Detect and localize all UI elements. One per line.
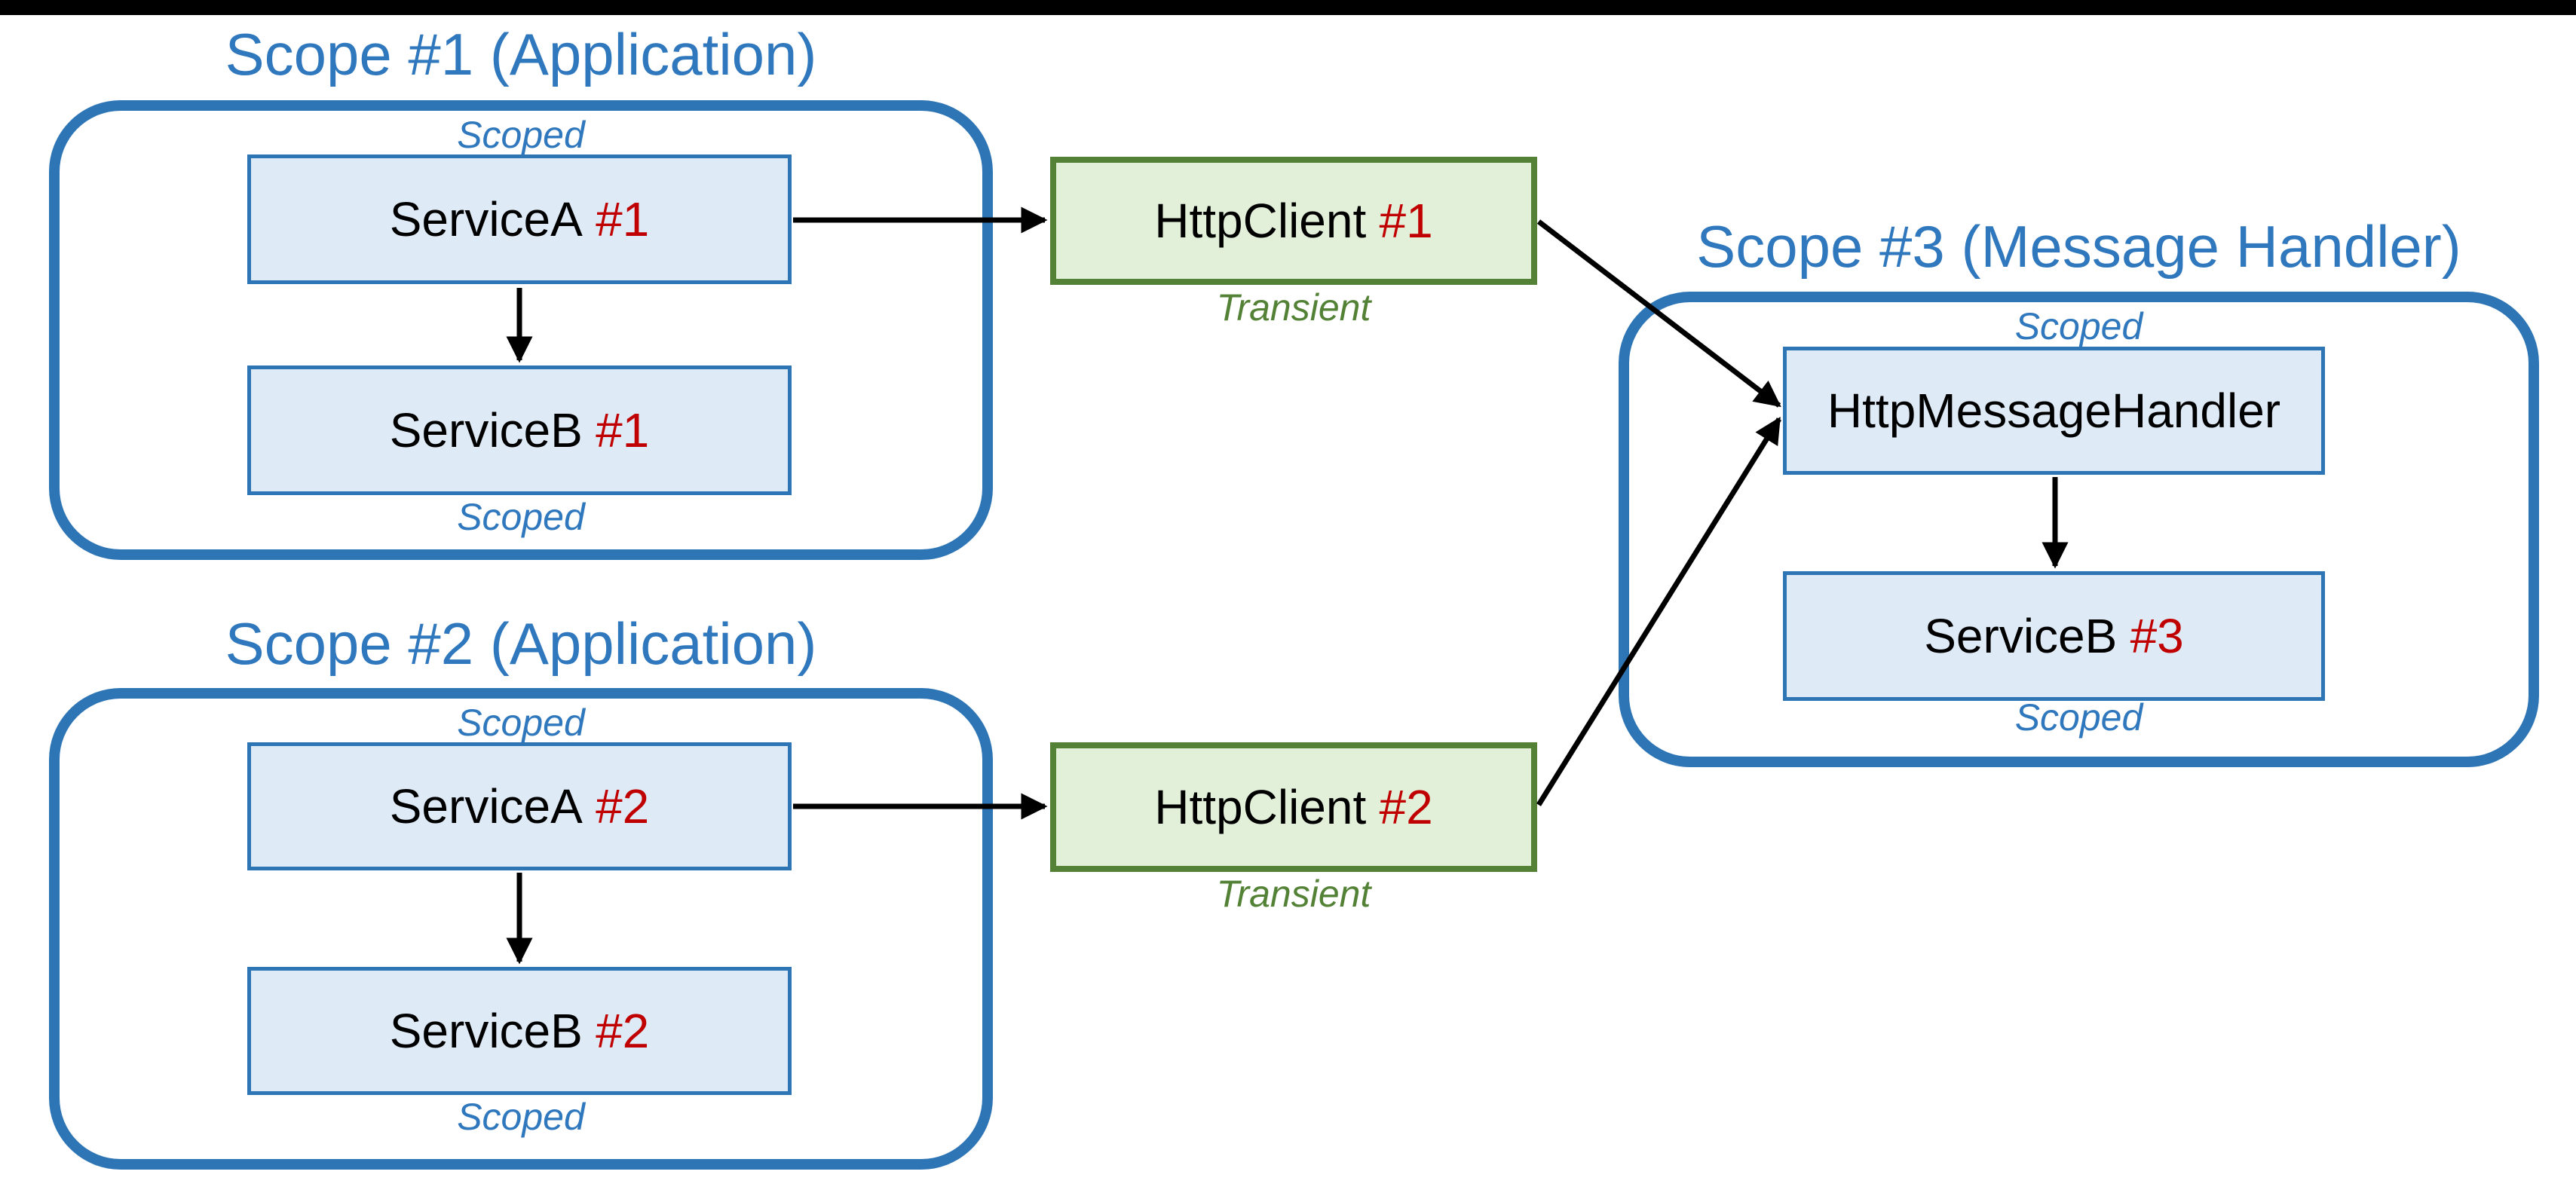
node-serviceb-1: ServiceB#1 <box>247 365 792 495</box>
node-servicea-1: ServiceA#1 <box>247 154 792 284</box>
node-httpmessagehandler-name: HttpMessageHandler <box>1827 384 2281 438</box>
node-serviceb-1-name: ServiceB <box>389 403 583 457</box>
node-servicea-1-number: #1 <box>596 192 650 246</box>
node-serviceb-2-number: #2 <box>596 1004 650 1058</box>
node-servicea-2: ServiceA#2 <box>247 742 792 870</box>
scope-3-container <box>1619 292 2539 767</box>
node-httpmessagehandler: HttpMessageHandler <box>1783 347 2325 475</box>
scope-3-title: Scope #3 (Message Handler) <box>1696 213 2461 280</box>
node-serviceb-3: ServiceB#3 <box>1783 571 2325 701</box>
node-httpclient-1: HttpClient#1 <box>1050 157 1537 285</box>
node-serviceb-2-name: ServiceB <box>389 1004 583 1058</box>
httpclient-1-transient-label: Transient <box>1216 286 1371 329</box>
node-serviceb-3-name: ServiceB <box>1924 609 2118 663</box>
node-servicea-2-name: ServiceA <box>389 779 583 833</box>
scope-2-scoped-top-label: Scoped <box>457 702 585 744</box>
scope-2-scoped-bottom-label: Scoped <box>457 1096 585 1138</box>
node-serviceb-1-number: #1 <box>596 403 650 457</box>
node-httpclient-1-name: HttpClient <box>1154 194 1367 248</box>
node-httpclient-2: HttpClient#2 <box>1050 742 1537 872</box>
scope-2-title: Scope #2 (Application) <box>225 610 817 677</box>
scope-1-title: Scope #1 (Application) <box>225 21 817 87</box>
node-httpclient-1-number: #1 <box>1379 194 1433 248</box>
scope-1-scoped-bottom-label: Scoped <box>457 496 585 538</box>
scope-3-scoped-top-label: Scoped <box>2014 305 2143 347</box>
node-httpclient-2-name: HttpClient <box>1154 780 1367 834</box>
httpclient-2-transient-label: Transient <box>1216 873 1371 915</box>
node-serviceb-3-number: #3 <box>2130 609 2184 663</box>
node-servicea-2-number: #2 <box>596 779 650 833</box>
scope-1-scoped-top-label: Scoped <box>457 114 585 156</box>
node-serviceb-2: ServiceB#2 <box>247 967 792 1095</box>
top-black-bar <box>0 0 2576 15</box>
node-servicea-1-name: ServiceA <box>389 192 583 246</box>
node-httpclient-2-number: #2 <box>1379 780 1433 834</box>
scope-1-container <box>49 100 993 560</box>
scope-3-scoped-bottom-label: Scoped <box>2014 696 2143 739</box>
